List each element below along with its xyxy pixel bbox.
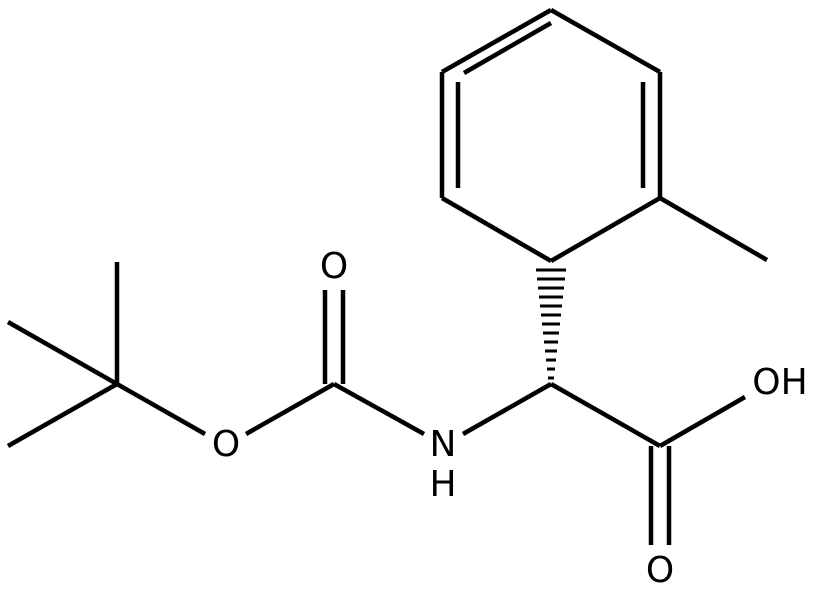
atom-h-amide: H [429,464,456,505]
atom-o-acid-carbonyl: O [646,550,674,591]
bond-n-to-alpha-c [461,382,553,436]
bond-aryl-methyl [658,196,769,262]
bond-alpha-c-to-carboxyl-c [549,382,662,448]
atom-o-ester: O [212,424,240,465]
bond-tbu-to-ester-o [115,382,207,436]
atom-n-amide: N [430,424,457,465]
bond-carboxyl-c-to-oh [658,395,747,448]
bond-carbonyl-c-to-n [332,382,426,436]
bond-tbu-methyl-left-lower [6,382,119,448]
atom-o-boc-carbonyl: O [320,246,348,287]
benzene-ring [439,8,663,263]
bond-tbu-methyl-left-upper [6,320,119,386]
stereo-hashed-wedge [536,268,566,380]
atom-oh-acid: OH [752,362,807,403]
bond-ester-o-to-carbonyl-c [244,382,336,436]
